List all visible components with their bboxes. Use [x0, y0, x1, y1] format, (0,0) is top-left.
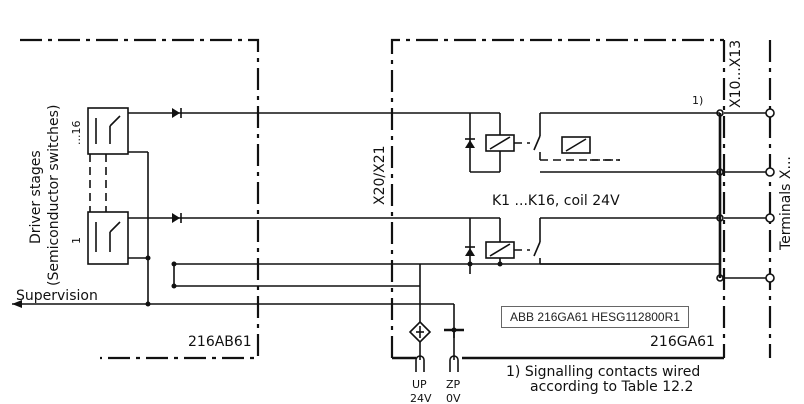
footnote-line-1: 1) Signalling contacts wired — [506, 364, 700, 380]
diode-16 — [170, 108, 470, 118]
stage-top-label: ...16 — [70, 121, 83, 146]
module-216ab61-border — [20, 38, 260, 360]
up-label: UP — [412, 378, 427, 391]
driver-common-bus — [145, 152, 151, 307]
up-voltage: 24V — [410, 392, 432, 404]
zp-supply-symbol — [444, 327, 464, 372]
supervision-line — [12, 300, 455, 338]
relay-k16 — [465, 112, 720, 173]
relay-coil-label: K1 ...K16, coil 24V — [492, 193, 620, 209]
terminal-block-label: X10...X13 — [728, 40, 744, 108]
supply-buses — [171, 261, 620, 289]
stage-bottom-label: 1 — [70, 237, 83, 244]
zp-voltage: 0V — [446, 392, 461, 404]
footnote-marker: 1) — [692, 94, 703, 107]
terminal-connections — [716, 108, 775, 283]
module-216ab61-label: 216AB61 — [188, 334, 252, 350]
driver-stages-title: Driver stages — [28, 150, 44, 244]
connector-label: X20/X21 — [372, 145, 388, 205]
driver-stage-16 — [87, 107, 170, 155]
diode-1 — [170, 213, 470, 223]
zp-label: ZP — [446, 378, 461, 391]
driver-stage-1 — [87, 154, 170, 265]
module-216ga61-label: 216GA61 — [650, 334, 715, 350]
module-216ga61-border — [390, 38, 772, 360]
footnote-line-2: according to Table 12.2 — [530, 379, 693, 395]
part-number-label: ABB 216GA61 HESG112800R1 — [501, 306, 689, 328]
up-supply-symbol — [408, 320, 432, 372]
relay-k1 — [465, 217, 720, 274]
terminals-side-label: Terminals X... — [778, 156, 794, 251]
supervision-label: Supervision — [16, 288, 98, 304]
driver-stages-subtitle: (Semiconductor switches) — [46, 105, 62, 286]
